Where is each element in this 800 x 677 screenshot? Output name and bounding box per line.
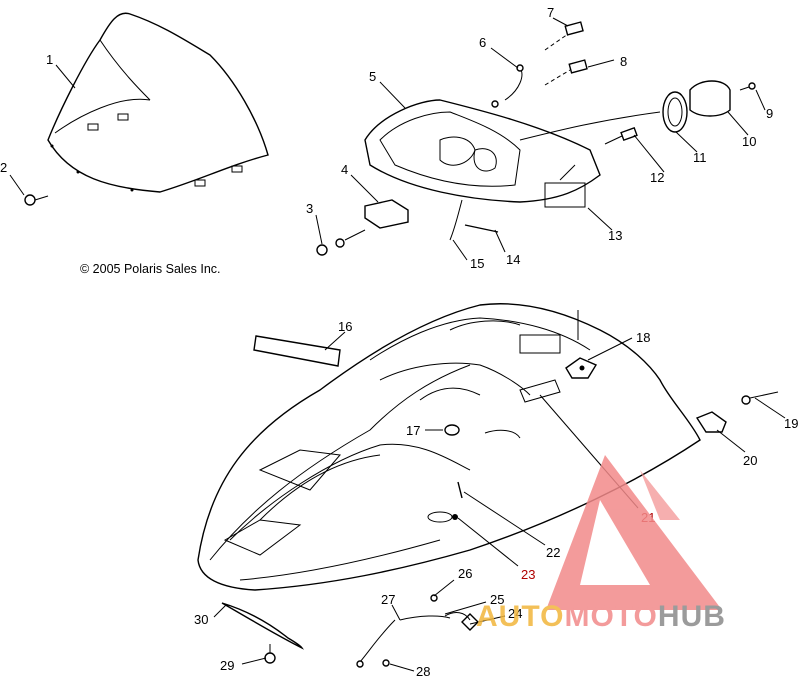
callout-14: 14 bbox=[506, 252, 520, 267]
connector-12 bbox=[604, 126, 638, 145]
callout-3: 3 bbox=[306, 201, 313, 216]
callout-18: 18 bbox=[636, 330, 650, 345]
screw-29 bbox=[264, 644, 276, 664]
callout-15: 15 bbox=[470, 256, 484, 271]
callout-19: 19 bbox=[784, 416, 798, 431]
callout-2: 2 bbox=[0, 160, 7, 175]
strip-16 bbox=[253, 335, 341, 367]
callout-12: 12 bbox=[650, 170, 664, 185]
callout-16: 16 bbox=[338, 319, 352, 334]
clip-25 bbox=[444, 612, 471, 621]
cable-15 bbox=[449, 199, 463, 241]
wire-harness bbox=[519, 111, 661, 141]
strip-30 bbox=[221, 602, 305, 650]
callout-8: 8 bbox=[620, 54, 627, 69]
bezel-11 bbox=[662, 91, 688, 133]
callout-labels: 1 2 3 4 5 6 7 8 9 10 11 12 13 14 15 16 1… bbox=[0, 5, 798, 677]
callout-1: 1 bbox=[46, 52, 53, 67]
callout-30: 30 bbox=[194, 612, 208, 627]
callout-24: 24 bbox=[508, 606, 522, 621]
callout-10: 10 bbox=[742, 134, 756, 149]
bracket-4 bbox=[364, 199, 409, 229]
clip-8 bbox=[544, 59, 588, 86]
rod-14 bbox=[464, 224, 499, 233]
watermark-moto: MOTO bbox=[564, 600, 657, 633]
callout-26: 26 bbox=[458, 566, 472, 581]
watermark-triangle-icon bbox=[546, 455, 722, 610]
fastener-3 bbox=[316, 229, 366, 256]
instrument-console bbox=[364, 99, 601, 208]
pin-22 bbox=[457, 481, 463, 499]
callout-5: 5 bbox=[369, 69, 376, 84]
fastener-18 bbox=[565, 357, 598, 379]
watermark-logo: AUTOMOTOHUB bbox=[476, 455, 726, 633]
copyright-text: © 2005 Polaris Sales Inc. bbox=[80, 262, 221, 276]
leader-lines bbox=[9, 17, 786, 672]
screw-2 bbox=[24, 194, 49, 206]
callout-6: 6 bbox=[479, 35, 486, 50]
callout-27: 27 bbox=[381, 592, 395, 607]
callout-11: 11 bbox=[693, 150, 707, 165]
callout-23: 23 bbox=[521, 567, 535, 582]
svg-text:AUTOMOTOHUB: AUTOMOTOHUB bbox=[476, 600, 726, 633]
connector-28 bbox=[382, 659, 390, 667]
fastener-17 bbox=[444, 424, 460, 436]
callout-29: 29 bbox=[220, 658, 234, 673]
callout-9: 9 bbox=[766, 106, 773, 121]
callout-20: 20 bbox=[743, 453, 757, 468]
watermark-auto: AUTO bbox=[476, 600, 564, 633]
callout-17: 17 bbox=[406, 423, 420, 438]
gauge-10 bbox=[689, 80, 756, 117]
cable-27 bbox=[356, 615, 451, 668]
bracket-20 bbox=[695, 411, 727, 433]
sensor-19 bbox=[741, 391, 779, 405]
callout-28: 28 bbox=[416, 664, 430, 677]
windshield bbox=[47, 12, 269, 193]
wire-6 bbox=[491, 64, 524, 108]
callout-7: 7 bbox=[547, 5, 554, 20]
fastener-23 bbox=[452, 514, 458, 520]
callout-22: 22 bbox=[546, 545, 560, 560]
callout-4: 4 bbox=[341, 162, 348, 177]
watermark-hub: HUB bbox=[658, 600, 726, 633]
callout-13: 13 bbox=[608, 228, 622, 243]
clip-7 bbox=[544, 21, 584, 51]
fastener-26 bbox=[430, 594, 438, 602]
callout-25: 25 bbox=[490, 592, 504, 607]
